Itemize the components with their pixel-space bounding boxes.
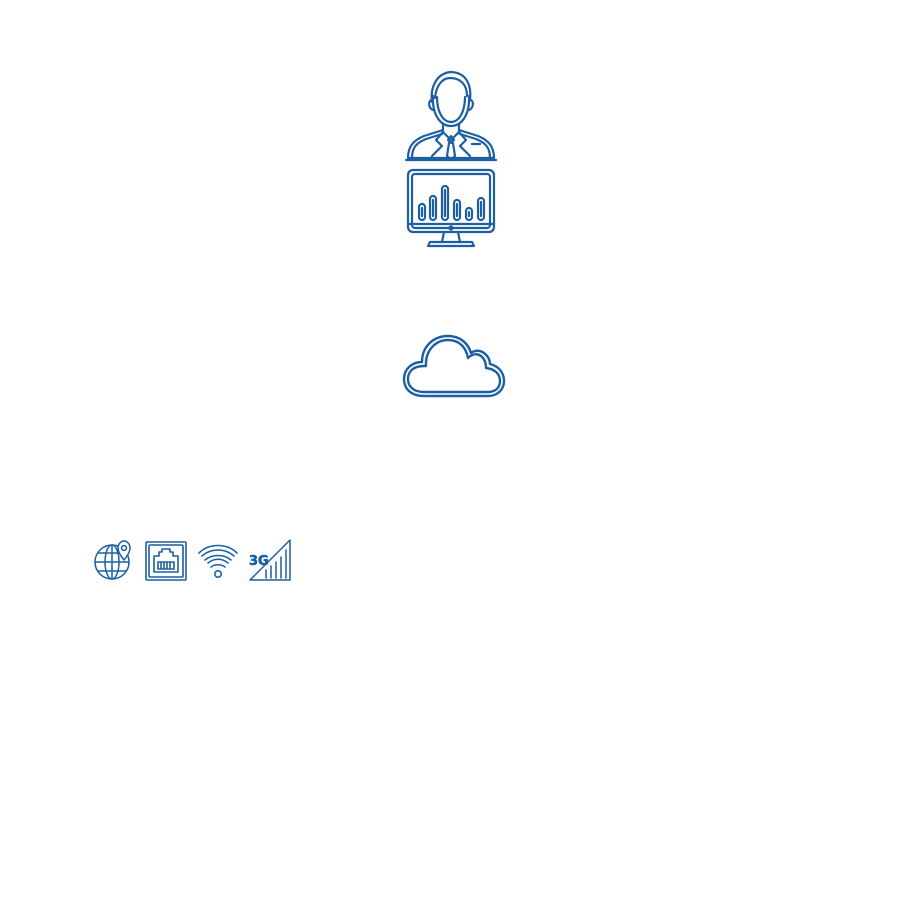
cloud-icon xyxy=(402,332,506,402)
connectivity-icons-row: 3G xyxy=(92,538,296,584)
globe-location-icon xyxy=(92,538,136,582)
businessman-icon xyxy=(402,66,500,164)
wifi-icon xyxy=(196,538,240,582)
analytics-monitor-icon xyxy=(402,166,500,250)
cellular-badge-label: 3G xyxy=(249,554,269,569)
ethernet-port-icon xyxy=(144,538,188,582)
cellular-3g-icon: 3G xyxy=(248,538,292,582)
